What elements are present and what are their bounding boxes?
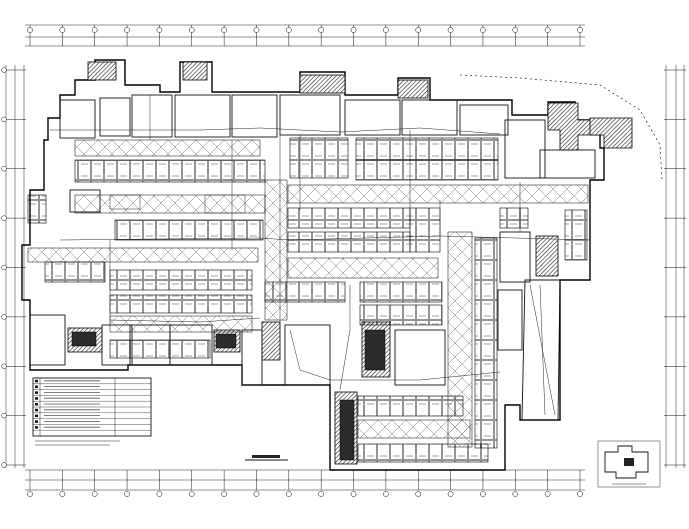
grid-bubble	[91, 491, 98, 497]
grid-bubble	[415, 27, 422, 33]
grid-bubble	[253, 27, 260, 33]
grid-bubble	[59, 27, 66, 33]
grid-bubble	[480, 27, 486, 33]
top-dimension-lines	[25, 24, 585, 47]
grid-bubble	[1, 363, 7, 369]
top-grid-ticks	[27, 25, 583, 46]
vehicle-ramp	[521, 279, 561, 421]
grid-bubble	[480, 491, 486, 497]
grid-bubble	[27, 27, 33, 33]
grid-bubble	[318, 491, 325, 497]
bottom-dimension-lines	[25, 469, 585, 491]
lower-left-rooms	[29, 231, 531, 386]
grid-bubble	[512, 27, 519, 33]
legend-symbol	[35, 397, 38, 400]
grid-bubble	[1, 412, 7, 419]
grid-bubble	[1, 215, 7, 221]
equipment-dark-blocks	[71, 329, 386, 461]
left-grid-ticks	[1, 67, 26, 468]
legend-symbol	[35, 426, 38, 429]
grid-bubble	[285, 27, 292, 33]
grid-bubble	[544, 491, 551, 497]
parking-stall-bands	[27, 137, 588, 463]
legend-table	[32, 377, 152, 437]
grid-bubble	[188, 491, 195, 497]
grid-bubble	[383, 491, 389, 497]
legend-symbol	[35, 403, 38, 406]
right-dimension-lines	[665, 65, 685, 468]
grid-bubble	[350, 27, 357, 33]
bottom-grid-ticks	[27, 470, 583, 497]
grid-bubble	[188, 27, 195, 33]
grid-bubble	[577, 491, 583, 497]
grid-bubble	[221, 491, 227, 497]
legend-notes	[35, 440, 120, 446]
grid-bubble	[124, 27, 130, 33]
grid-bubble	[415, 491, 422, 497]
legend-symbol	[35, 391, 38, 394]
grid-bubble	[447, 491, 454, 497]
legend-symbol	[35, 420, 38, 423]
grid-bubble	[253, 491, 260, 497]
grid-bubble	[1, 462, 7, 468]
grid-bubble	[221, 27, 227, 33]
grid-bubble	[1, 166, 7, 172]
drawing-title-mark	[245, 455, 288, 461]
grid-bubble	[91, 27, 98, 33]
key-plan	[597, 440, 661, 488]
driving-aisles	[27, 139, 589, 448]
grid-bubble	[447, 27, 454, 33]
legend-symbol	[35, 408, 38, 412]
grid-bubble	[350, 491, 357, 497]
legend-symbol	[35, 414, 38, 418]
grid-bubble	[512, 491, 519, 497]
site-boundary-dashed	[459, 74, 663, 181]
legend-symbol	[35, 379, 38, 383]
grid-bubble	[27, 491, 33, 497]
grid-bubble	[59, 491, 66, 497]
grid-bubble	[1, 264, 7, 271]
legend-symbol	[35, 385, 38, 389]
grid-bubble	[383, 27, 389, 33]
right-grid-ticks	[664, 69, 686, 466]
grid-bubble	[156, 27, 163, 33]
equipment-rooms-top	[59, 94, 596, 214]
grid-bubble	[285, 491, 292, 497]
grid-bubble	[1, 314, 7, 320]
grid-bubble	[318, 27, 325, 33]
grid-bubble	[156, 491, 163, 497]
grid-bubble	[124, 491, 130, 497]
grid-bubble	[544, 27, 551, 33]
grid-bubble	[577, 27, 583, 33]
grid-bubble	[1, 116, 7, 123]
wiring-runs	[50, 95, 591, 391]
grid-bubble	[1, 67, 7, 73]
